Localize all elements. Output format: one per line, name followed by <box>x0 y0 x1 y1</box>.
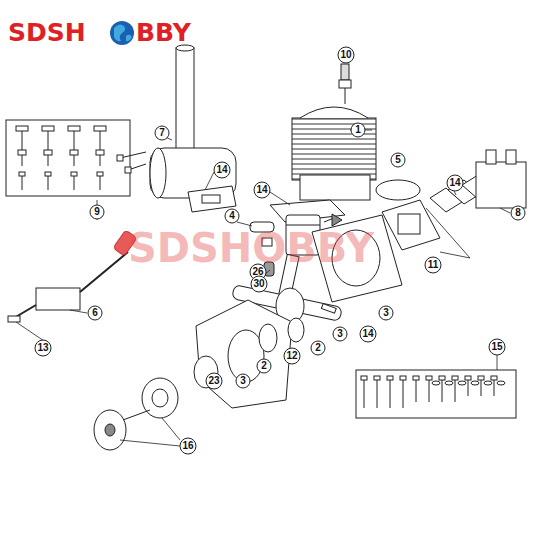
callout-circle <box>214 162 230 178</box>
callout-circle <box>35 340 51 356</box>
callout-circle <box>180 438 196 454</box>
callout-number: 6 <box>92 308 98 318</box>
callout-number: 4 <box>229 211 235 221</box>
screw <box>374 376 380 380</box>
screw <box>465 376 471 380</box>
callout-number: 14 <box>362 329 373 339</box>
screw <box>426 376 432 380</box>
callout-number: 8 <box>515 208 521 218</box>
callout-circle <box>333 327 347 341</box>
callout-circle <box>379 306 393 320</box>
bolt-head <box>68 126 80 131</box>
callout-number: 9 <box>94 207 100 217</box>
logo-text: BBY <box>136 20 191 45</box>
bolt-head <box>42 126 54 131</box>
callout-number: 26 <box>252 267 263 277</box>
callout-number: 3 <box>240 376 246 386</box>
callout-circle <box>88 306 102 320</box>
callout-circle <box>391 153 405 167</box>
screw <box>491 376 497 380</box>
callout-circle <box>236 374 250 388</box>
screw <box>400 376 406 380</box>
screw <box>387 376 393 380</box>
callout-circle <box>489 339 505 355</box>
callout-circle <box>311 341 325 355</box>
callout-number: 3 <box>383 308 389 318</box>
callout-number: 12 <box>286 351 297 361</box>
callout-number: 30 <box>253 279 264 289</box>
callout-number: 14 <box>256 185 267 195</box>
callout-number: 13 <box>37 343 48 353</box>
callout-number: 23 <box>208 376 219 386</box>
callout-circle <box>90 205 104 219</box>
callout-circle <box>284 348 300 364</box>
screw <box>439 376 445 380</box>
screw <box>361 376 367 380</box>
callout-circle <box>155 126 169 140</box>
callout-circle <box>257 359 271 373</box>
callout-number: 16 <box>182 441 193 451</box>
watermark: SDSHOBBY <box>128 228 374 268</box>
callout-circle <box>254 182 270 198</box>
screw <box>413 376 419 380</box>
callout-number: 14 <box>449 178 460 188</box>
callout-number: 5 <box>395 155 401 165</box>
callout-number: 3 <box>337 329 343 339</box>
callout-number: 10 <box>340 50 351 60</box>
callout-number: 11 <box>428 260 439 270</box>
bolt-head <box>16 126 28 131</box>
callout-number: 1 <box>355 125 361 135</box>
callout-circle <box>360 326 376 342</box>
callout-number: 7 <box>159 128 165 138</box>
callout-circle <box>251 276 267 292</box>
screw <box>478 376 484 380</box>
bolt-head <box>94 126 106 131</box>
logo-text: SDSH <box>8 20 86 45</box>
callout-circle <box>511 206 525 220</box>
callout-circle <box>447 175 463 191</box>
callout-number: 15 <box>491 342 502 352</box>
callout-circle <box>206 373 222 389</box>
callout-number: 2 <box>315 343 321 353</box>
callout-circle <box>425 257 441 273</box>
callout-circle <box>351 123 365 137</box>
screw <box>452 376 458 380</box>
callout-number: 2 <box>261 361 267 371</box>
callout-circle <box>225 209 239 223</box>
callout-circle <box>338 47 354 63</box>
callout-number: 14 <box>216 165 227 175</box>
